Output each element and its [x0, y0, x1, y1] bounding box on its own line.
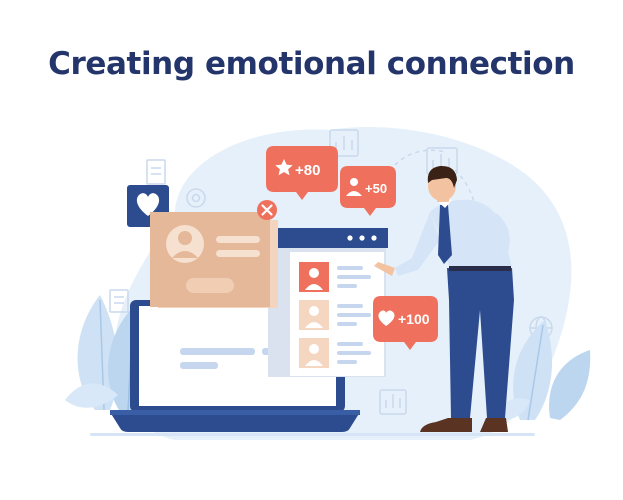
headline: Creating emotional connection — [48, 46, 575, 82]
stars-badge: +80 — [266, 146, 338, 200]
likes-count: +100 — [398, 311, 430, 327]
heart-icon — [136, 193, 160, 216]
profile-list — [299, 262, 371, 368]
user-icon — [346, 178, 362, 196]
likes-badge: +100 — [373, 296, 438, 350]
followers-badge: +50 — [340, 166, 396, 216]
heart-icon — [378, 310, 395, 326]
gear-icon — [186, 188, 206, 208]
floor-line — [90, 433, 535, 436]
profile-card — [150, 212, 278, 308]
star-icon — [275, 159, 293, 176]
followers-count: +50 — [365, 181, 387, 196]
browser-window — [268, 228, 388, 377]
man-figure — [374, 165, 514, 432]
stars-count: +80 — [295, 162, 320, 179]
close-icon — [257, 200, 277, 220]
